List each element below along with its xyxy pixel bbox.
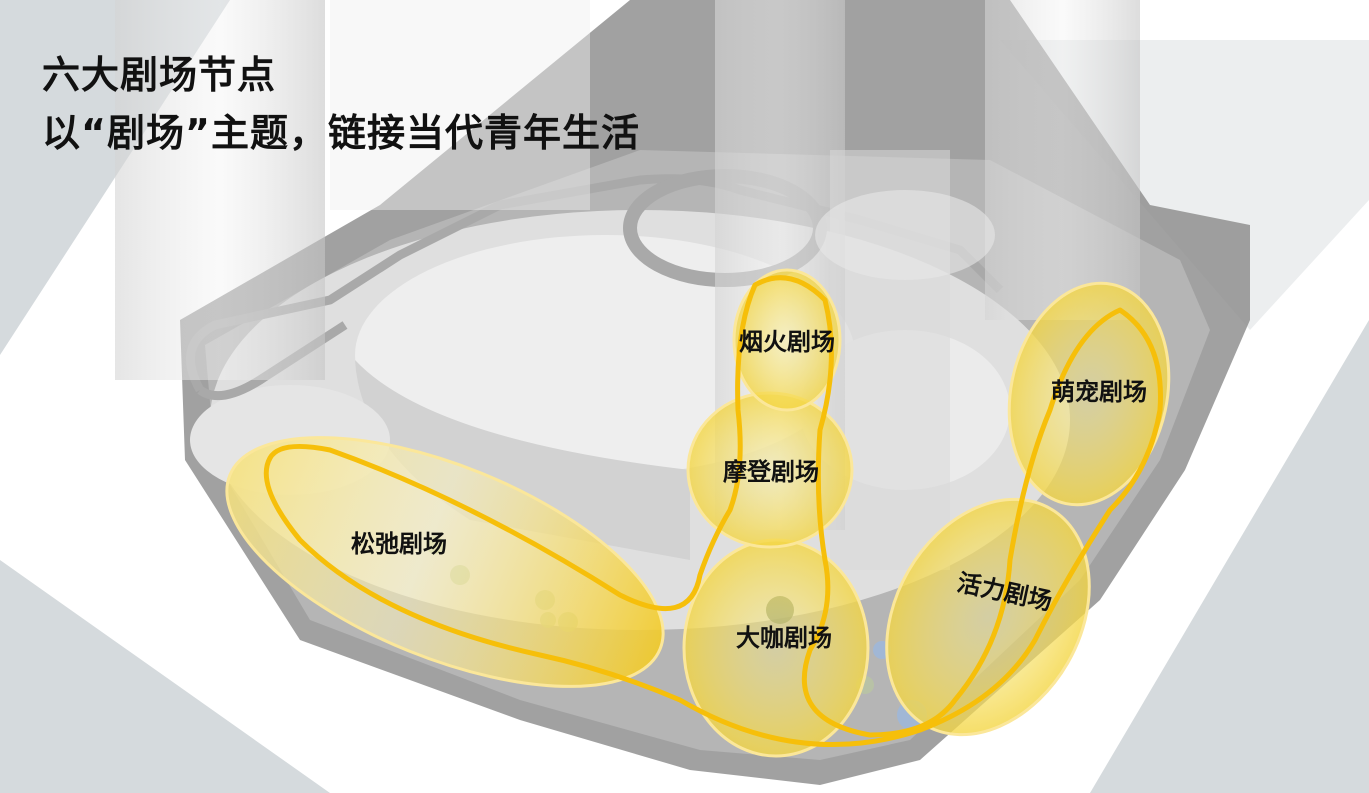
label-pet-theater: 萌宠剧场 — [1051, 378, 1147, 406]
circulation-path — [263, 275, 1163, 748]
highlight-relax — [225, 436, 665, 688]
highlight-pet — [1007, 281, 1171, 507]
label-modern-theater: 摩登剧场 — [723, 458, 819, 486]
label-coffee-theater: 大咖剧场 — [736, 624, 832, 652]
page-subtitle: 以“剧场”主题，链接当代青年生活 — [42, 111, 640, 155]
theater-highlights — [225, 268, 1171, 758]
label-relax-theater: 松弛剧场 — [351, 530, 447, 558]
page-title: 六大剧场节点 — [42, 53, 277, 97]
highlight-smoke — [732, 268, 842, 412]
label-smoke-theater: 烟火剧场 — [739, 328, 835, 356]
